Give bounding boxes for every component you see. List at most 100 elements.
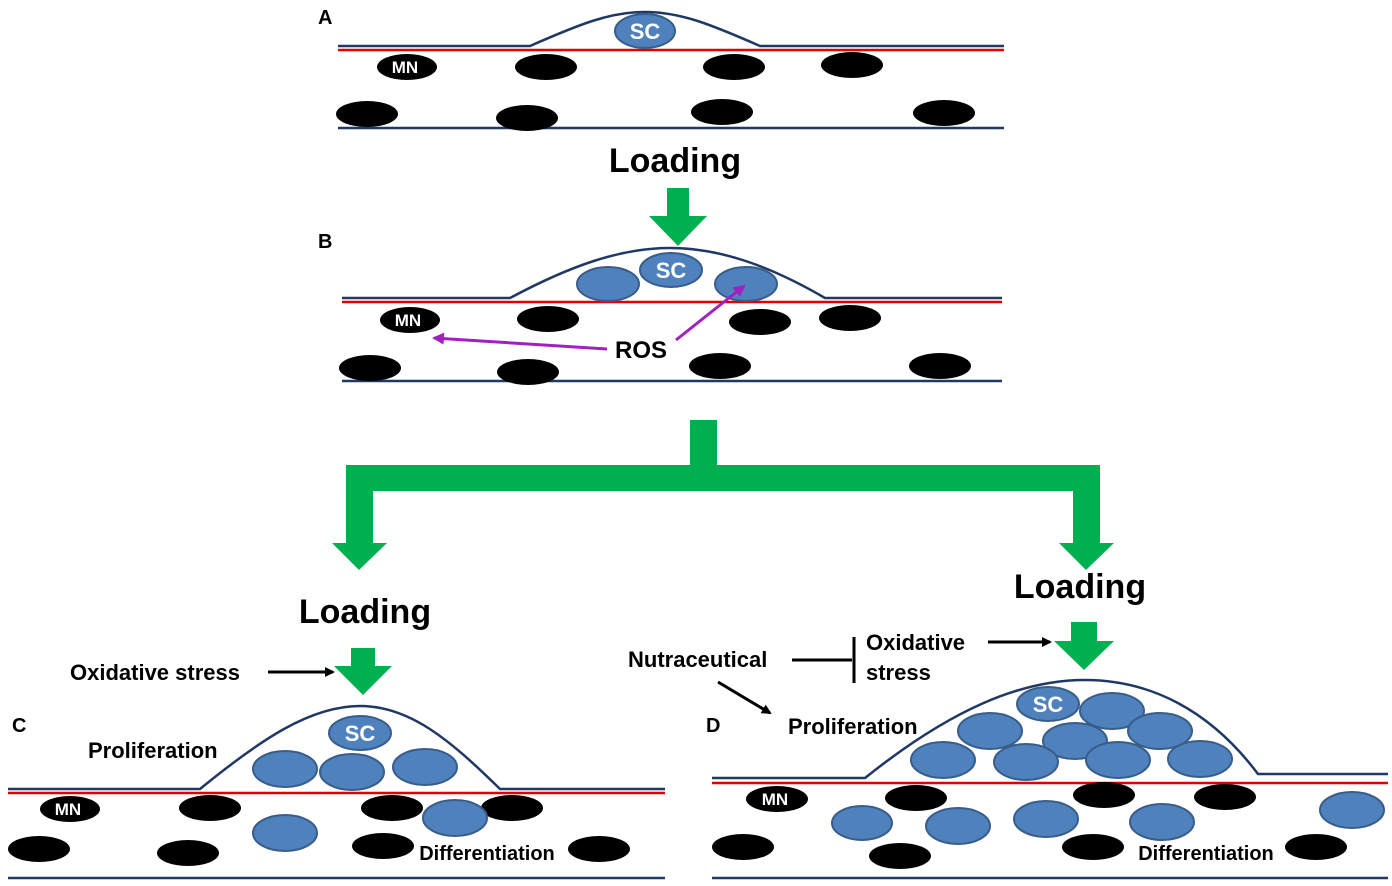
proliferation-label: Proliferation — [88, 738, 218, 763]
myonucleus — [497, 359, 559, 385]
loading-arrow — [1054, 622, 1114, 670]
satellite-cell — [328, 715, 392, 751]
proliferating-satellite-cell — [993, 743, 1059, 781]
loading-label: Loading — [1014, 568, 1146, 606]
differentiating-satellite-cell — [1013, 800, 1079, 838]
proliferating-satellite-cell — [957, 712, 1023, 750]
branch-bar — [346, 465, 1100, 491]
proliferating-satellite-cell — [1085, 741, 1151, 779]
differentiating-satellite-cell — [1319, 791, 1385, 829]
differentiating-satellite-cell — [925, 807, 991, 845]
sarcolemma-membrane — [712, 678, 1388, 780]
panel-label-d: D — [706, 715, 720, 737]
myonucleus — [913, 100, 975, 126]
differentiating-satellite-cell — [252, 814, 318, 852]
satellite-cell — [614, 13, 676, 49]
panel-a: A SC MN — [318, 7, 1004, 131]
panel-label-c: C — [12, 715, 26, 737]
panel-b: B SC MN ROS — [318, 231, 1002, 385]
myonucleus — [703, 54, 765, 80]
proliferating-satellite-cell — [1167, 740, 1233, 778]
myonucleus — [869, 843, 931, 869]
myonucleus — [746, 786, 808, 812]
myonucleus — [40, 796, 100, 822]
differentiation-label: Differentiation — [1138, 843, 1274, 865]
loading-label: Loading — [609, 142, 741, 180]
myonucleus — [361, 795, 423, 821]
satellite-cell — [639, 252, 703, 288]
myonucleus-label: MN — [55, 800, 81, 819]
branch-left-drop — [346, 465, 373, 545]
ros-arrow-to-myonucleus — [432, 332, 608, 351]
satellite-cell-label: SC — [630, 19, 661, 44]
panel-label-b: B — [318, 231, 332, 253]
myonucleus — [339, 355, 401, 381]
sarcolemma-membrane — [342, 246, 1002, 300]
myonucleus — [377, 54, 437, 80]
loading-arrow — [334, 648, 392, 695]
myonucleus — [515, 54, 577, 80]
myonucleus — [1073, 782, 1135, 808]
myonucleus-label: MN — [392, 58, 418, 77]
myonucleus — [517, 306, 579, 332]
differentiation-label: Differentiation — [419, 843, 555, 865]
myonucleus — [568, 836, 630, 862]
branch-left-arrowhead — [332, 543, 387, 570]
myonucleus — [819, 305, 881, 331]
myonucleus — [729, 309, 791, 335]
myonucleus — [481, 795, 543, 821]
loading-arrow — [649, 188, 707, 246]
nutraceutical-label: Nutraceutical — [628, 647, 767, 672]
satellite-cell-label: SC — [1033, 692, 1064, 717]
sarcolemma-membrane — [338, 10, 1004, 48]
myonucleus — [885, 785, 947, 811]
satellite-cell-label: SC — [345, 721, 376, 746]
myonucleus — [1062, 834, 1124, 860]
differentiating-satellite-cell — [1129, 803, 1195, 841]
oxidative-label: Oxidative — [866, 630, 965, 655]
myonucleus — [1285, 834, 1347, 860]
branch-right-arrowhead — [1059, 543, 1114, 570]
proliferating-satellite-cell — [910, 741, 976, 779]
myonucleus — [179, 795, 241, 821]
differentiating-satellite-cell — [831, 805, 893, 841]
loading-label: Loading — [299, 593, 431, 631]
myonucleus — [352, 833, 414, 859]
nutraceutical-to-proliferation-arrow — [717, 680, 772, 715]
proliferation-label: Proliferation — [788, 714, 918, 739]
proliferating-satellite-cell — [1079, 692, 1145, 730]
branch-stem — [690, 420, 717, 468]
sarcolemma-membrane — [8, 704, 665, 791]
myonucleus — [8, 836, 70, 862]
branch-right-drop — [1073, 465, 1100, 545]
stress-label: stress — [866, 660, 931, 685]
ros-arrow-to-satellite-cell — [675, 284, 746, 342]
proliferating-satellite-cell — [392, 748, 458, 786]
myonucleus — [496, 105, 558, 131]
myonucleus — [380, 307, 440, 333]
panel-c: Loading Oxidative stress C Proliferation… — [8, 593, 665, 880]
myonucleus-label: MN — [762, 790, 788, 809]
differentiating-satellite-cell — [422, 799, 488, 837]
satellite-cell — [1016, 686, 1080, 722]
ros-label: ROS — [615, 337, 667, 364]
myonucleus — [909, 353, 971, 379]
proliferating-satellite-cell — [1127, 712, 1193, 750]
myonucleus — [336, 101, 398, 127]
satellite-cell-label: SC — [656, 258, 687, 283]
myonucleus — [821, 52, 883, 78]
panel-d: Loading Nutraceutical Oxidative stress D… — [628, 568, 1388, 880]
proliferating-satellite-cell — [252, 750, 318, 788]
oxidative-stress-label: Oxidative stress — [70, 660, 240, 685]
proliferating-satellite-cell — [319, 753, 385, 791]
myonucleus — [1194, 784, 1256, 810]
myonucleus-label: MN — [395, 311, 421, 330]
myonucleus — [689, 353, 751, 379]
myonucleus — [157, 840, 219, 866]
myonucleus — [712, 834, 774, 860]
panel-label-a: A — [318, 7, 332, 29]
branch-arrows — [332, 420, 1114, 570]
activated-satellite-cell — [714, 266, 778, 302]
activated-satellite-cell — [576, 266, 640, 302]
